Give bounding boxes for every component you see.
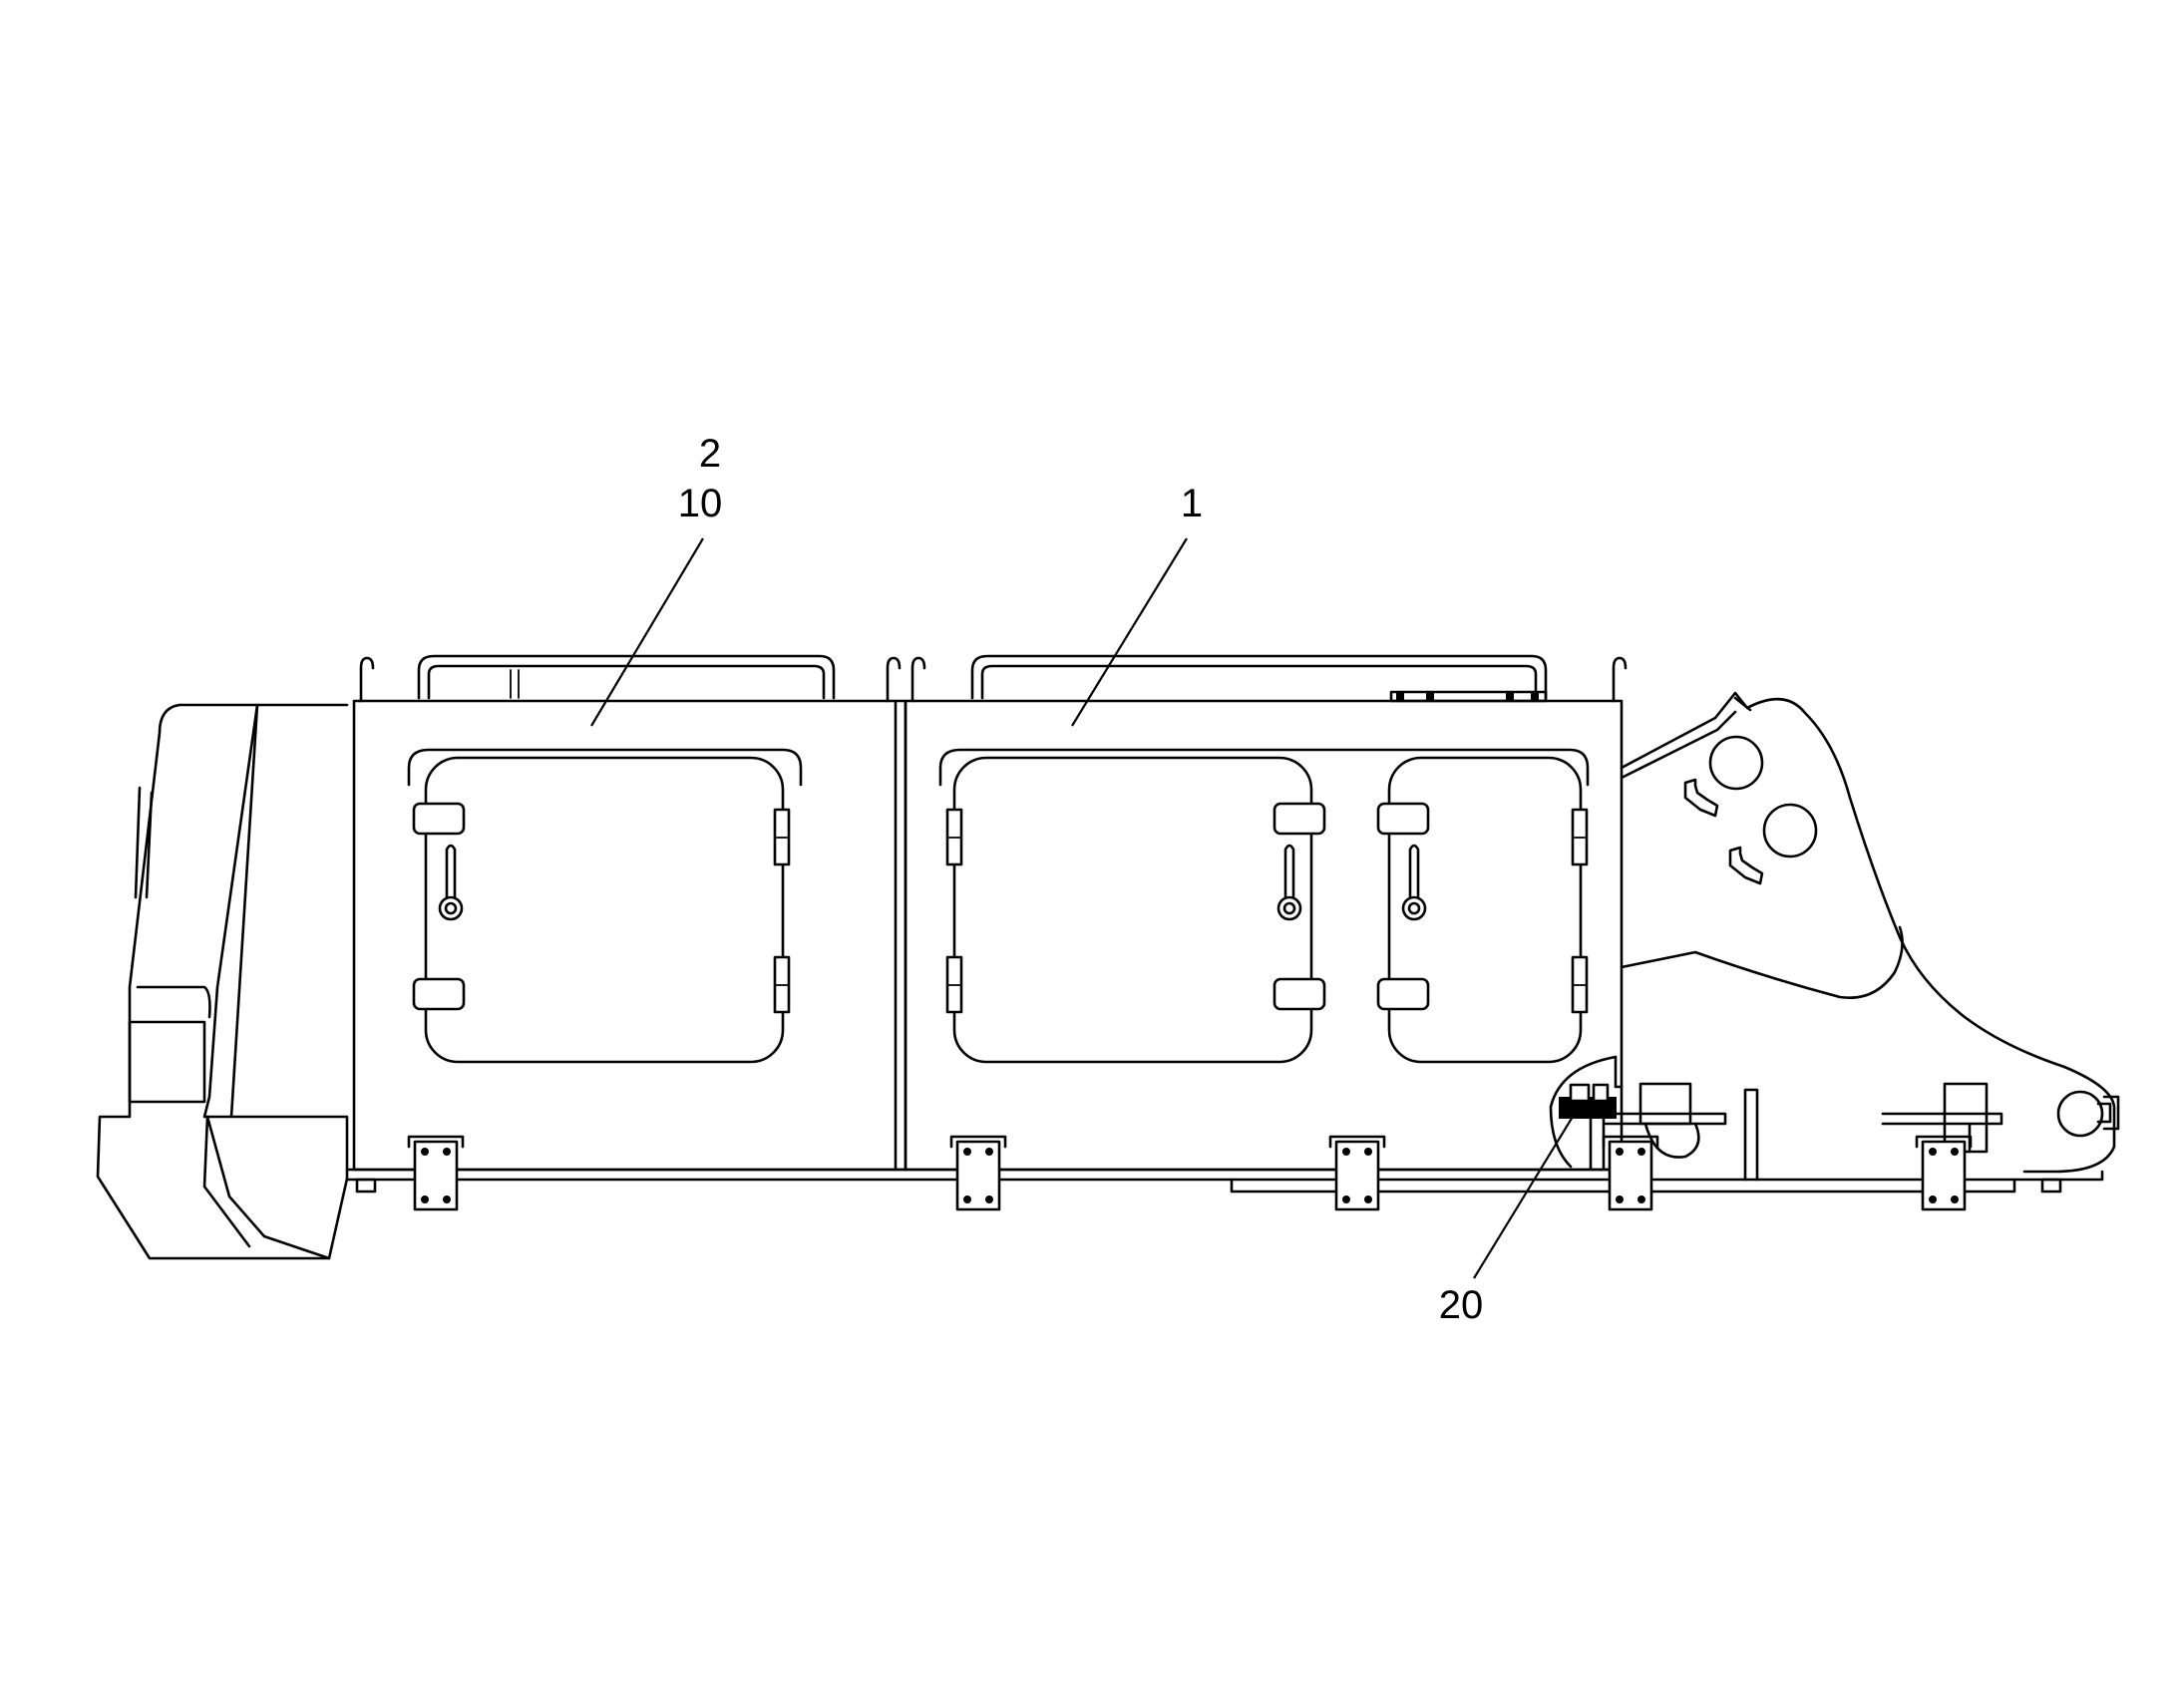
- leader-line-20: [1473, 1111, 1577, 1279]
- boom-bracket: [1620, 691, 2120, 1174]
- enclosure-section-2: [352, 654, 908, 1172]
- base-rail: [345, 1168, 2104, 1194]
- enclosure-section-1: [904, 654, 1628, 1172]
- callout-20: 20: [1439, 1283, 1484, 1327]
- leader-line-1: [1071, 537, 1188, 727]
- clamp: [1328, 1135, 1386, 1211]
- callout-1: 1: [1181, 482, 1203, 525]
- callout-10: 10: [678, 482, 723, 525]
- clamp: [949, 1135, 1007, 1211]
- clamp: [1602, 1135, 1659, 1211]
- leader-line-10: [590, 537, 704, 727]
- clamp: [1915, 1135, 1973, 1211]
- left-end-cap: [96, 703, 349, 1260]
- base-clamps: [407, 1135, 1973, 1211]
- callouts: 2 10 1 20: [590, 432, 1577, 1327]
- clamp: [407, 1135, 465, 1211]
- callout-2: 2: [699, 432, 721, 476]
- fitting-detail-20: [1549, 1055, 1624, 1171]
